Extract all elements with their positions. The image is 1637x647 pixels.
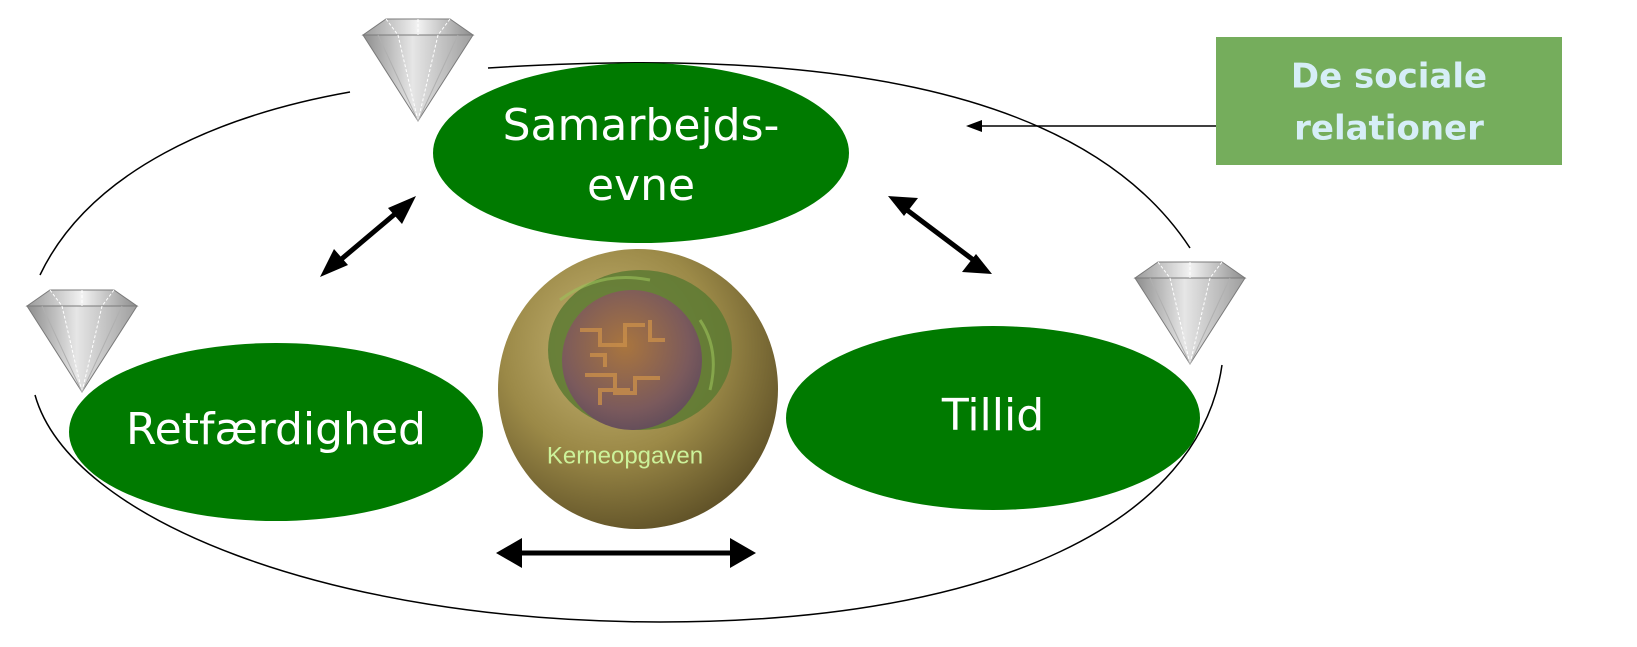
callout-label-line2: relationer — [1294, 109, 1484, 149]
arrow-top-right — [888, 196, 992, 274]
outer-ring-top-left — [40, 92, 350, 275]
arrow-left-top — [320, 196, 416, 277]
value-label-top-line1: Samarbejds- — [503, 100, 780, 151]
callout-arrow — [966, 120, 1220, 132]
core-sphere-icon — [498, 249, 778, 529]
value-ellipse-top — [433, 63, 849, 243]
diamond-icon — [363, 19, 473, 121]
core-label: Kerneopgaven — [547, 442, 703, 469]
value-label-left: Retfærdighed — [126, 404, 426, 455]
callout-label-line1: De sociale — [1291, 57, 1487, 97]
value-label-top-line2: evne — [587, 160, 695, 211]
value-label-right: Tillid — [941, 390, 1044, 441]
arrow-bottom — [496, 538, 756, 568]
diamond-icon — [1135, 262, 1245, 364]
